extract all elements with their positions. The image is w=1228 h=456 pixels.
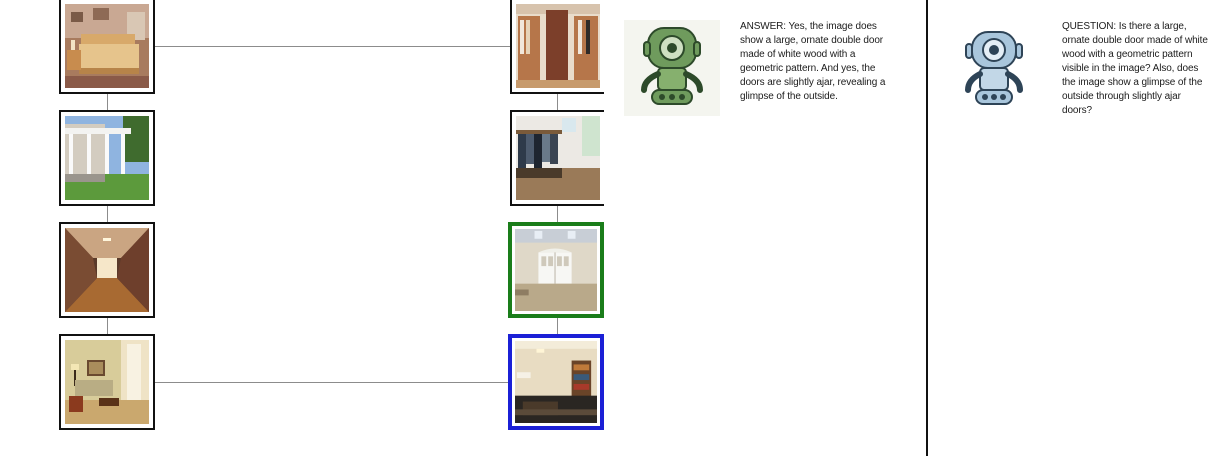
question-text: QUESTION: Is there a large, ornate doubl… bbox=[1062, 21, 1208, 116]
panel-divider bbox=[926, 0, 928, 456]
answer-text: ANSWER: Yes, the image does show a large… bbox=[740, 21, 886, 102]
thumbnail-white-doors-room[interactable] bbox=[508, 222, 604, 318]
thumbnail-porch[interactable] bbox=[59, 110, 155, 206]
connector-line bbox=[155, 46, 510, 47]
answer-avatar bbox=[624, 20, 720, 116]
question-avatar bbox=[946, 20, 1042, 116]
connector-line bbox=[557, 94, 558, 112]
thumbnail-bedroom[interactable] bbox=[59, 0, 155, 94]
connector-line bbox=[155, 382, 510, 383]
image-tree bbox=[0, 0, 628, 456]
robot-blue-icon bbox=[965, 31, 1023, 105]
thumbnail-hallway[interactable] bbox=[59, 222, 155, 318]
thumbnail-lamp-room[interactable] bbox=[508, 334, 604, 430]
robot-green-icon bbox=[641, 27, 703, 105]
connector-line bbox=[107, 206, 108, 224]
thumbnail-closet[interactable] bbox=[510, 0, 606, 94]
connector-line bbox=[557, 318, 558, 334]
connector-line bbox=[107, 318, 108, 336]
connector-line bbox=[557, 206, 558, 222]
thumbnail-living-room[interactable] bbox=[59, 334, 155, 430]
connector-line bbox=[107, 94, 108, 112]
thumbnail-mudroom[interactable] bbox=[510, 110, 606, 206]
